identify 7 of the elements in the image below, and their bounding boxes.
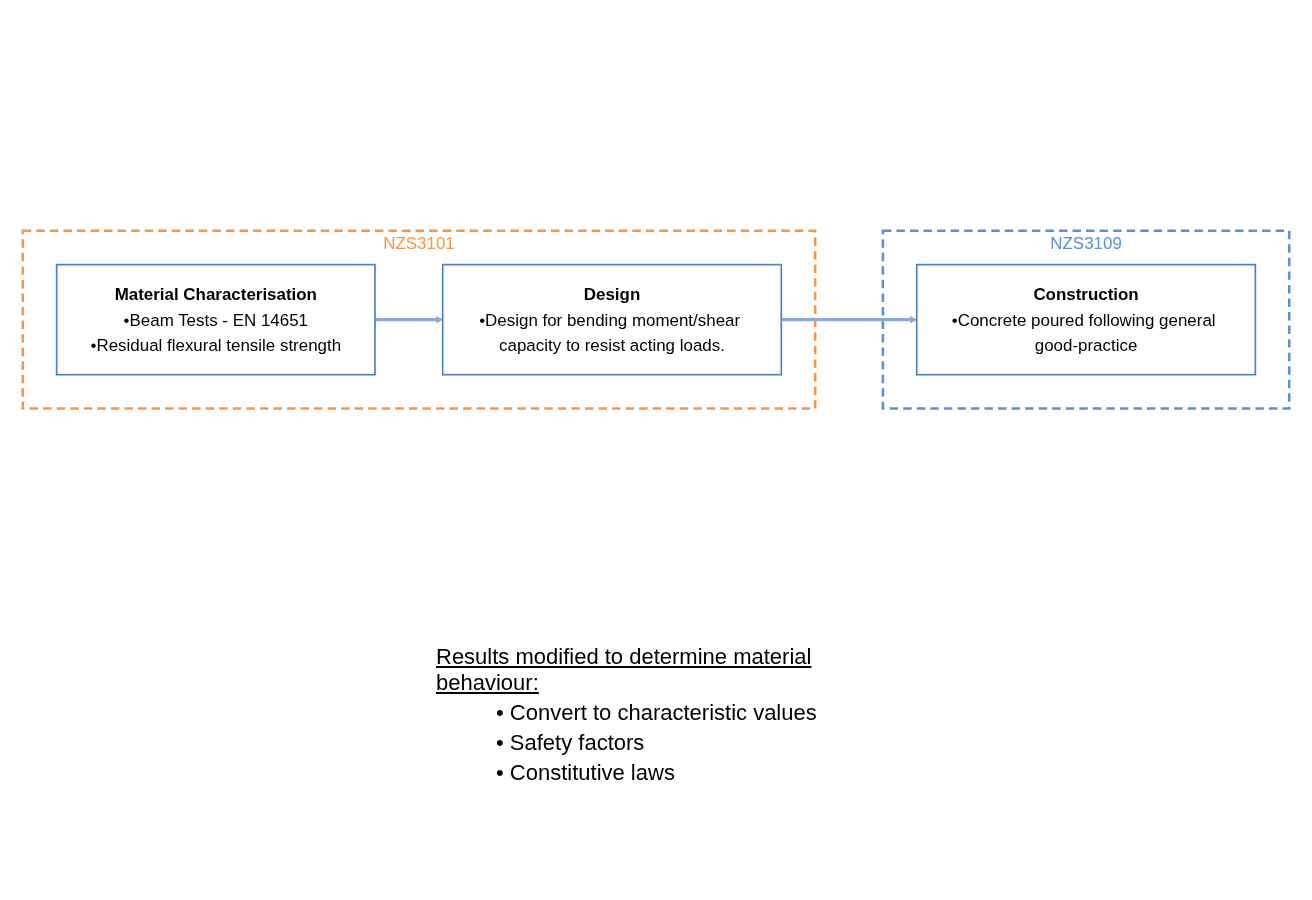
node-box: Design •Design for bending moment/shear capacity to resist acting loads. bbox=[441, 264, 783, 376]
node-box: Material Characterisation •Beam Tests - EN 14651 •Residual flexural tensile strength bbox=[55, 264, 376, 376]
node-box: Construction •Concrete poured following general good-practice bbox=[915, 264, 1257, 376]
note-bullet: • Convert to characteristic values bbox=[496, 700, 818, 726]
note-bullet: • Safety factors bbox=[496, 730, 646, 756]
note-heading: Results modified to determine material behaviour: bbox=[436, 644, 813, 696]
note-bullet: • Constitutive laws bbox=[496, 760, 676, 786]
